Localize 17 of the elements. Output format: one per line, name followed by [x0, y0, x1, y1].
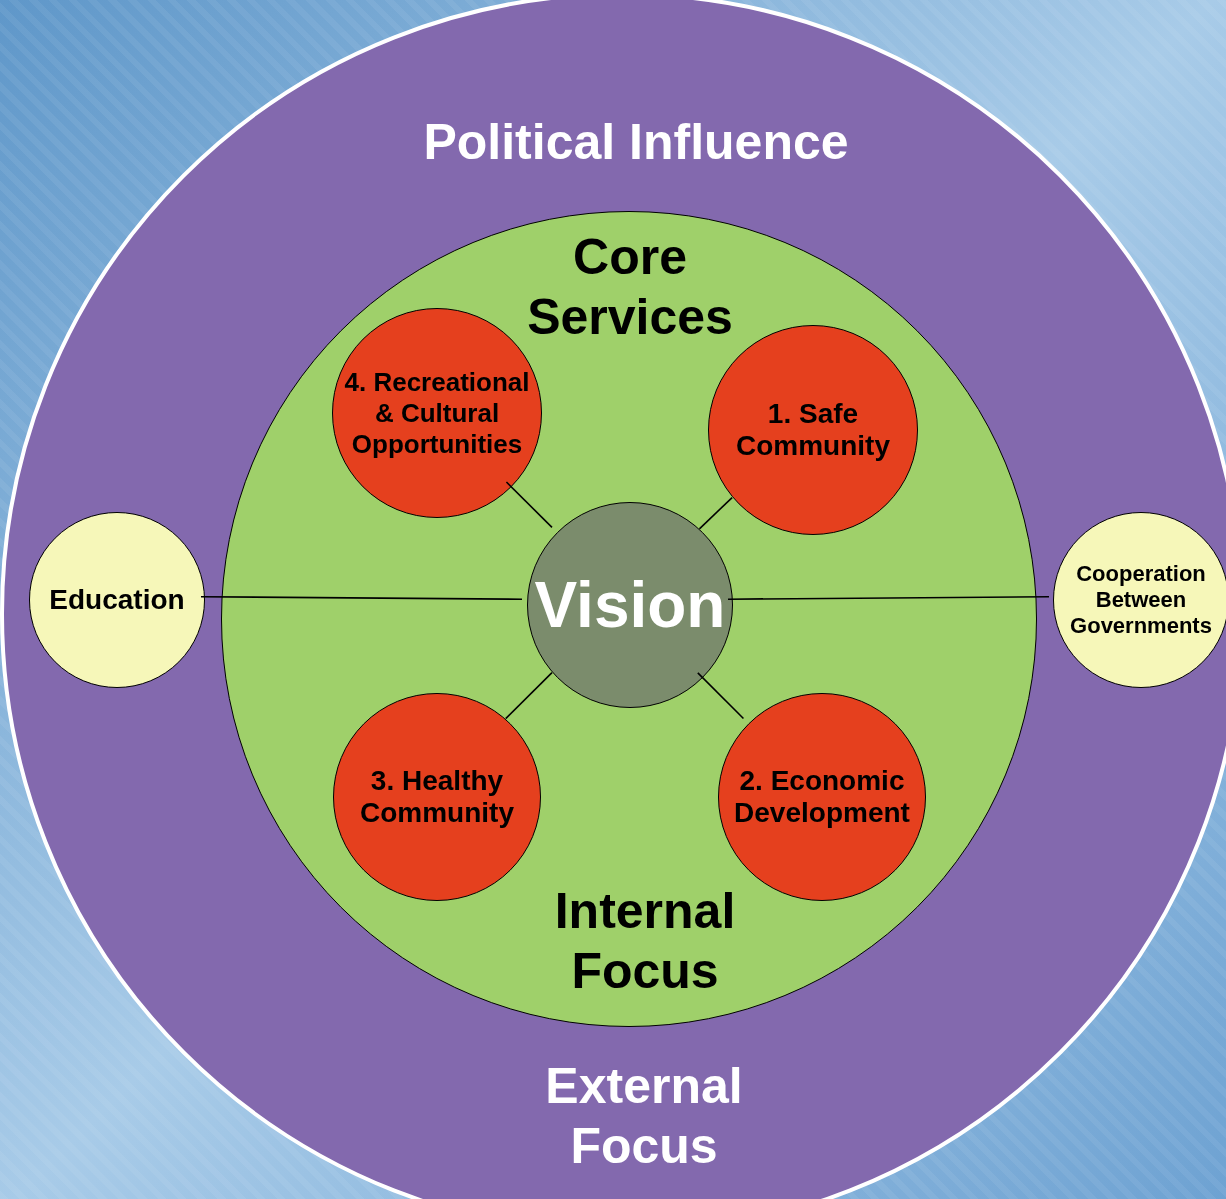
- ring-heading: External Focus: [544, 1057, 744, 1176]
- circle-label: 4. Recreational & Cultural Opportunities: [343, 366, 531, 460]
- circle-label: Cooperation Between Governments: [1069, 561, 1213, 639]
- connector-line: [505, 481, 553, 529]
- connector-line: [200, 595, 523, 600]
- connector-line: [727, 595, 1050, 600]
- circle-label: 3. Healthy Community: [359, 765, 515, 829]
- connector-line: [698, 496, 733, 530]
- circle-label: Education: [49, 584, 185, 616]
- circle-label: 2. Economic Development: [733, 765, 911, 829]
- connector-line: [697, 672, 745, 720]
- ring-heading: Internal Focus: [553, 882, 737, 1001]
- connector-line: [504, 671, 553, 720]
- ring-heading: Political Influence: [422, 113, 850, 172]
- ring-heading: Core Services: [526, 228, 734, 347]
- vision-label: Vision: [534, 568, 726, 642]
- circle-label: 1. Safe Community: [735, 398, 891, 462]
